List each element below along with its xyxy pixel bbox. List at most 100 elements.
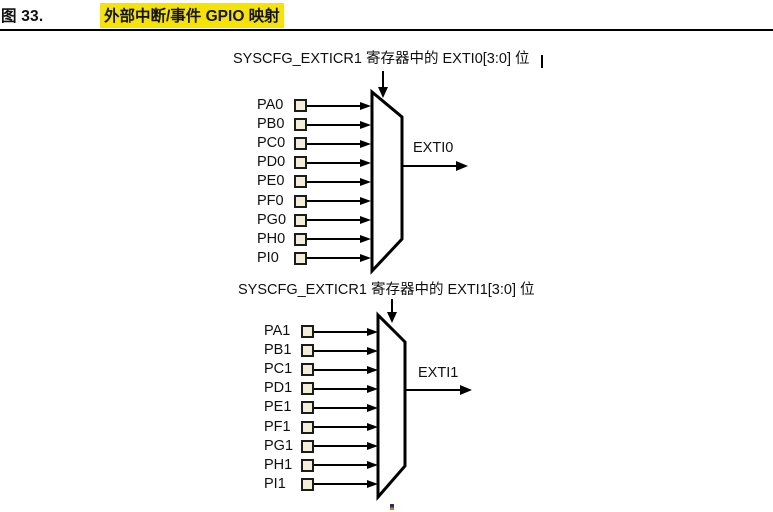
wire [306,180,360,183]
input-row: PA0 [257,96,371,115]
mux1-select-arrowhead-icon [387,312,397,323]
mux0-body [370,88,404,275]
pin-pad-icon [293,175,307,189]
arrowhead-icon [367,327,378,336]
pin-pad-icon [293,118,307,132]
pin-pad-icon [300,477,314,491]
pin-label: PE1 [264,399,292,416]
pin-label: PF0 [257,192,284,209]
wire [313,426,367,429]
pin-label: PG1 [264,437,294,454]
wire [313,387,367,390]
input-row: PH1 [264,456,378,475]
wire [313,406,367,409]
pin-pad-icon [300,458,314,472]
arrowhead-icon [367,480,378,489]
arrowhead-icon [360,101,371,110]
wire [306,161,360,164]
mux0-output-label: EXTI0 [413,140,454,156]
pin-pad-icon [293,232,307,246]
input-row: PH0 [257,230,371,249]
pin-label: PC0 [257,135,286,152]
pin-pad-icon [300,420,314,434]
input-row: PI0 [257,249,371,268]
pin-pad-icon [293,194,307,208]
pin-label: PB1 [264,342,292,359]
pin-pad-icon [300,325,314,339]
wire [306,257,360,260]
wire [306,104,360,107]
arrowhead-icon [367,442,378,451]
arrowhead-icon [360,235,371,244]
pin-label: PA1 [264,323,291,340]
pin-label: PB0 [257,116,285,133]
pin-pad-icon [300,401,314,415]
cropped-next-figure-artifact [390,504,394,510]
mux1-body [376,311,407,502]
pin-label: PF1 [264,418,291,435]
wire [306,123,360,126]
input-row: PE1 [264,398,378,417]
arrowhead-icon [367,346,378,355]
input-row: PE0 [257,172,371,191]
wire [313,483,367,486]
pin-pad-icon [300,382,314,396]
input-row: PF1 [264,417,378,436]
figure-title: 外部中断/事件 GPIO 映射 [100,3,284,28]
pin-pad-icon [300,439,314,453]
arrowhead-icon [360,216,371,225]
input-row: PB1 [264,341,378,360]
mux1-inputs: PA1 PB1 PC1 PD1 PE1 [264,322,378,494]
input-row: PG0 [257,211,371,230]
input-row: PD0 [257,153,371,172]
arrowhead-icon [367,365,378,374]
wire [313,330,367,333]
mux0-inputs: PA0 PB0 PC0 PD0 PE0 [257,96,371,268]
arrowhead-icon [360,197,371,206]
pin-pad-icon [293,137,307,151]
input-row: PA1 [264,322,378,341]
mux1-output-label: EXTI1 [418,365,459,381]
wire [306,200,360,203]
arrowhead-icon [367,461,378,470]
pin-label: PA0 [257,97,284,114]
pin-pad-icon [300,344,314,358]
input-row: PF0 [257,191,371,210]
arrowhead-icon [360,139,371,148]
pin-label: PG0 [257,211,287,228]
pin-label: PC1 [264,361,293,378]
wire [313,349,367,352]
header-rule [0,29,773,31]
input-row: PC1 [264,360,378,379]
pin-pad-icon [293,156,307,170]
mux1-output-arrowhead-icon [460,385,472,395]
input-row: PG1 [264,437,378,456]
pin-pad-icon [300,363,314,377]
wire [306,142,360,145]
arrowhead-icon [360,177,371,186]
arrowhead-icon [360,158,371,167]
wire [313,464,367,467]
arrowhead-icon [367,423,378,432]
arrowhead-icon [360,254,371,263]
wire [306,219,360,222]
input-row: PB0 [257,115,371,134]
mux0-select-arrowhead-icon [378,87,388,98]
input-row: PI1 [264,475,378,494]
input-row: PC0 [257,134,371,153]
pin-pad-icon [293,99,307,113]
pin-pad-icon [293,213,307,227]
mux0-output-arrowhead-icon [456,161,468,171]
pin-label: PD0 [257,154,286,171]
pin-label: PI1 [264,475,286,492]
pin-pad-icon [293,251,307,265]
pin-label: PH1 [264,456,293,473]
pin-label: PH0 [257,230,286,247]
input-row: PD1 [264,379,378,398]
pin-label: PD1 [264,380,293,397]
wire [313,368,367,371]
mux0-register-caption: SYSCFG_EXTICR1 寄存器中的 EXTI0[3:0] 位 [233,51,530,67]
mux1-register-caption: SYSCFG_EXTICR1 寄存器中的 EXTI1[3:0] 位 [238,282,535,298]
